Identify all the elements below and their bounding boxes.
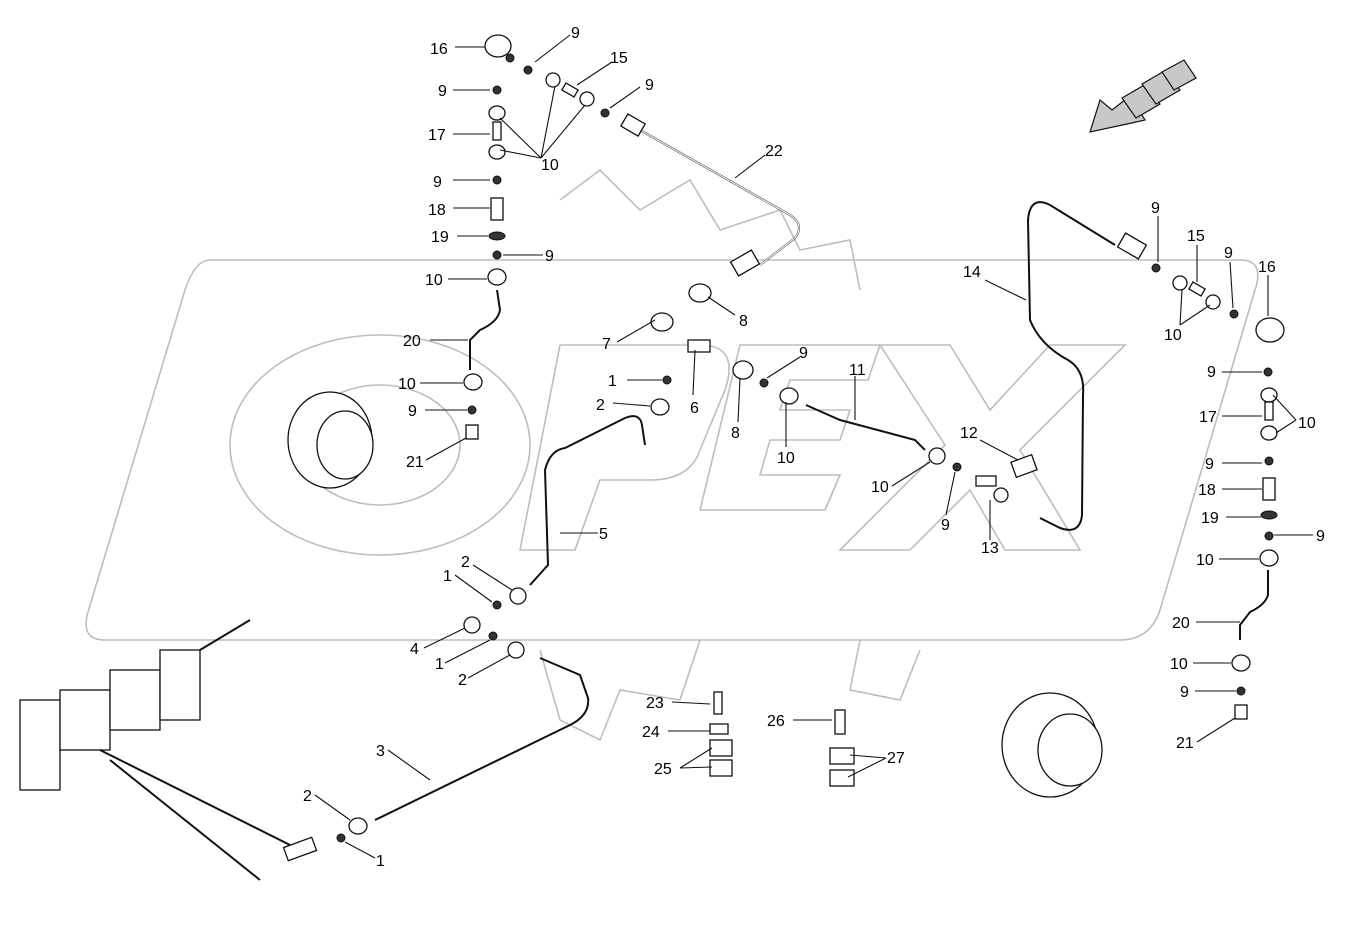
callout-label: 9 (1224, 245, 1233, 262)
callout-label: 27 (887, 750, 905, 767)
callout-label: 9 (438, 83, 447, 100)
callout-label: 21 (406, 454, 424, 471)
callouts: 16 9 15 9 9 17 10 9 18 19 9 10 22 20 8 7… (303, 25, 1325, 870)
callout-label: 10 (398, 376, 416, 393)
callout-label: 9 (433, 174, 442, 191)
pipes (374, 129, 1269, 821)
callout-label: 10 (1164, 327, 1182, 344)
callout-label: 9 (571, 25, 580, 42)
callout-label: 23 (646, 695, 664, 712)
callout-label: 2 (596, 397, 605, 414)
pipe-20-left (469, 289, 502, 370)
callout-label: 9 (941, 517, 950, 534)
callout-label: 10 (871, 479, 889, 496)
callout-label: 10 (1298, 415, 1316, 432)
callout-label: 5 (599, 526, 608, 543)
callout-label: 6 (690, 400, 699, 417)
callout-label: 20 (1172, 615, 1190, 632)
callout-label: 9 (1205, 456, 1214, 473)
callout-label: 8 (739, 313, 748, 330)
callout-label: 11 (849, 362, 866, 379)
callout-label: 16 (430, 41, 448, 58)
pipe-3 (374, 657, 590, 821)
callout-label: 10 (1170, 656, 1188, 673)
callout-label: 13 (981, 540, 999, 557)
callout-label: 9 (1151, 200, 1160, 217)
fitting-16-left (484, 34, 512, 58)
callout-label: 25 (654, 761, 672, 778)
callout-label: 9 (1316, 528, 1325, 545)
callout-label: 12 (960, 425, 978, 442)
callout-label: 15 (610, 50, 628, 67)
fittings (19, 34, 1285, 881)
callout-label: 14 (963, 264, 981, 281)
pipe-11 (805, 404, 926, 451)
callout-label: 18 (1198, 482, 1216, 499)
callout-label: 16 (1258, 259, 1276, 276)
leader-lines (314, 34, 1313, 859)
callout-label: 3 (376, 743, 385, 760)
fitting-16-right (1255, 317, 1285, 343)
callout-label: 4 (410, 641, 419, 658)
pipe-14 (1026, 201, 1116, 531)
callout-label: 1 (608, 373, 617, 390)
callout-label: 19 (1201, 510, 1219, 527)
callout-label: 26 (767, 713, 785, 730)
callout-label: 7 (602, 336, 611, 353)
callout-label: 15 (1187, 228, 1205, 245)
callout-label: 24 (642, 724, 660, 741)
arrow-icon (1089, 59, 1197, 133)
callout-label: 17 (428, 127, 446, 144)
callout-label: 2 (461, 554, 470, 571)
callout-label: 9 (1180, 684, 1189, 701)
callout-label: 9 (408, 403, 417, 420)
callout-label: 1 (443, 568, 452, 585)
callout-label: 2 (303, 788, 312, 805)
callout-label: 1 (376, 853, 385, 870)
pipe-5 (529, 415, 646, 586)
callout-label: 21 (1176, 735, 1194, 752)
callout-label: 17 (1199, 409, 1217, 426)
callout-label: 2 (458, 672, 467, 689)
callout-label: 10 (541, 157, 559, 174)
pipe-20-right (1239, 570, 1269, 640)
callout-label: 10 (1196, 552, 1214, 569)
callout-label: 18 (428, 202, 446, 219)
callout-label: 19 (431, 229, 449, 246)
callout-label: 9 (545, 248, 554, 265)
callout-label: 20 (403, 333, 421, 350)
callout-label: 9 (1207, 364, 1216, 381)
valve-block (19, 619, 318, 881)
callout-label: 22 (765, 143, 783, 160)
callout-label: 1 (435, 656, 444, 673)
callout-label: 9 (799, 345, 808, 362)
callout-label: 10 (425, 272, 443, 289)
callout-label: 10 (777, 450, 795, 467)
callout-label: 9 (645, 77, 654, 94)
callout-label: 8 (731, 425, 740, 442)
